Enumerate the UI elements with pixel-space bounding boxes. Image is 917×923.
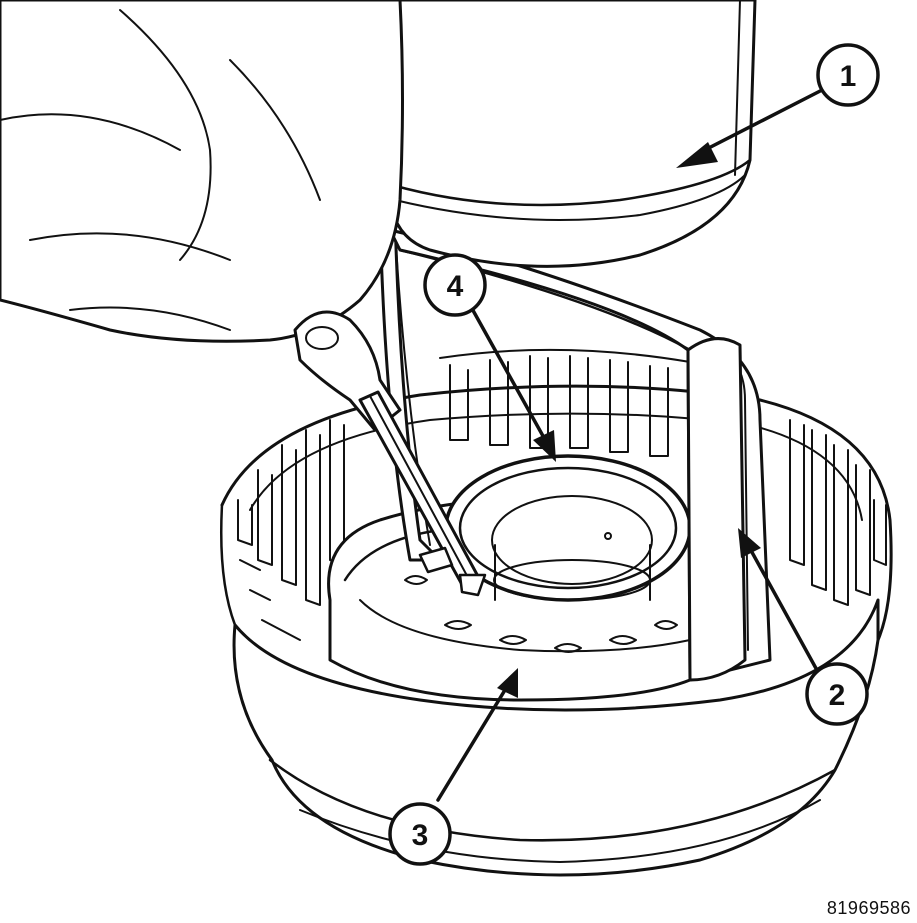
figure-id: 81969586 bbox=[826, 898, 911, 918]
callout-2: 2 bbox=[805, 662, 869, 726]
callout-4-label: 4 bbox=[447, 270, 464, 303]
callout-3-label: 3 bbox=[412, 819, 429, 852]
callout-2-label: 2 bbox=[829, 679, 846, 712]
left-splines bbox=[237, 419, 345, 641]
arrow-1-head bbox=[676, 142, 718, 168]
compressor-frame bbox=[378, 213, 772, 682]
arrow-2-head bbox=[738, 528, 761, 558]
callout-1: 1 bbox=[816, 43, 880, 107]
hand-with-screwdriver bbox=[0, 0, 487, 597]
right-splines bbox=[789, 419, 887, 606]
callout-3: 3 bbox=[388, 802, 452, 866]
callout-1-label: 1 bbox=[840, 60, 857, 93]
back-splines bbox=[439, 348, 691, 457]
press-ram bbox=[388, 0, 757, 268]
leader-arrows bbox=[436, 86, 828, 802]
arrow-4-head bbox=[533, 430, 556, 462]
callout-4: 4 bbox=[423, 253, 487, 317]
arrow-3-head bbox=[497, 668, 518, 698]
